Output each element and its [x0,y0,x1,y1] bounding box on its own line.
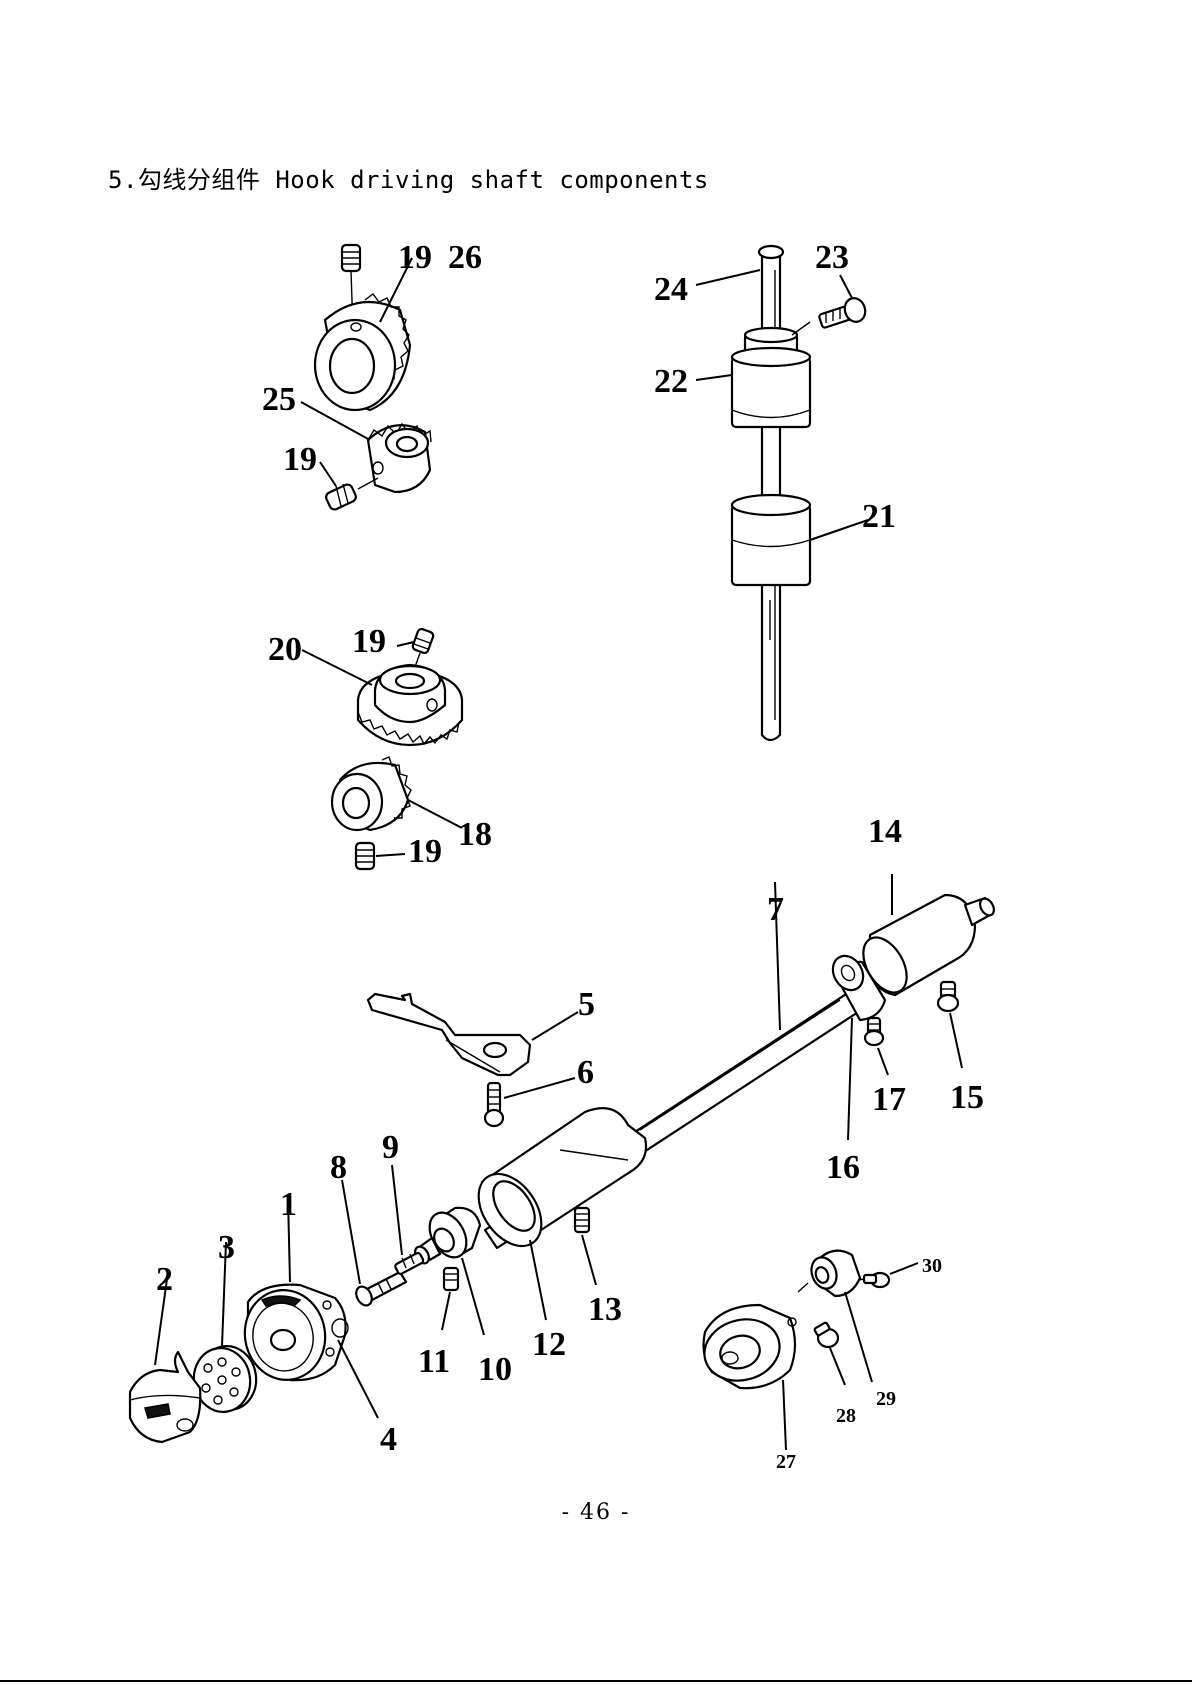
screw-17 [865,1018,888,1075]
callout-23: 23 [815,239,849,276]
callout-2: 2 [156,1261,173,1298]
callout-7: 7 [767,891,784,928]
gear-20 [358,665,462,745]
callout-14: 14 [868,813,902,850]
callout-17: 17 [872,1081,906,1118]
callout-10: 10 [478,1351,512,1388]
callout-18: 18 [458,816,492,853]
callout-25: 25 [262,381,296,418]
callout-9: 9 [382,1129,399,1166]
callout-4: 4 [380,1421,397,1458]
callout-16: 16 [826,1149,860,1186]
callout-21: 21 [862,498,896,535]
bobbin-case-2 [130,1352,200,1442]
bushing-14 [854,895,996,1000]
plate-5 [368,994,530,1075]
callout-13: 13 [588,1291,622,1328]
callout-27: 27 [776,1451,796,1473]
screw-30 [858,1263,918,1287]
callout-8: 8 [330,1149,347,1186]
screw-6 [485,1078,575,1126]
callout-1: 1 [280,1186,297,1223]
set-screw-11 [442,1268,458,1330]
callout-3: 3 [218,1229,235,1266]
callout-28: 28 [836,1405,856,1427]
callout-19d: 19 [408,833,442,870]
callout-20: 20 [268,631,302,668]
bushing-21 [732,495,810,585]
set-screw-19-gear18 [356,843,405,869]
part-27 [698,1305,796,1389]
callout-12: 12 [532,1326,566,1363]
callout-29: 29 [876,1388,896,1410]
callout-19b: 19 [283,441,317,478]
callout-30: 30 [922,1255,942,1277]
callout-24: 24 [654,271,688,308]
bottom-rule [0,1680,1192,1682]
callout-15: 15 [950,1079,984,1116]
bevel-gear-25 [368,424,431,492]
screw-15 [938,982,962,1068]
page-number: - 46 - [0,1500,1192,1525]
callout-19a: 19 [398,239,432,276]
callout-19c: 19 [352,623,386,660]
bushing-22 [732,328,810,427]
set-screw-19-gear25 [320,462,378,511]
callout-26: 26 [448,239,482,276]
callout-5: 5 [578,986,595,1023]
callout-22: 22 [654,363,688,400]
bevel-gear-26 [315,294,410,410]
callout-11: 11 [418,1343,450,1380]
callout-6: 6 [577,1054,594,1091]
screw-9 [392,1165,424,1275]
set-screw-19-gear20 [397,628,434,667]
vertical-shaft-24 [759,246,783,740]
screw-28 [814,1322,845,1385]
bevel-gear-18 [332,757,411,830]
screw-23 [792,275,868,335]
set-screw-13 [575,1208,596,1285]
